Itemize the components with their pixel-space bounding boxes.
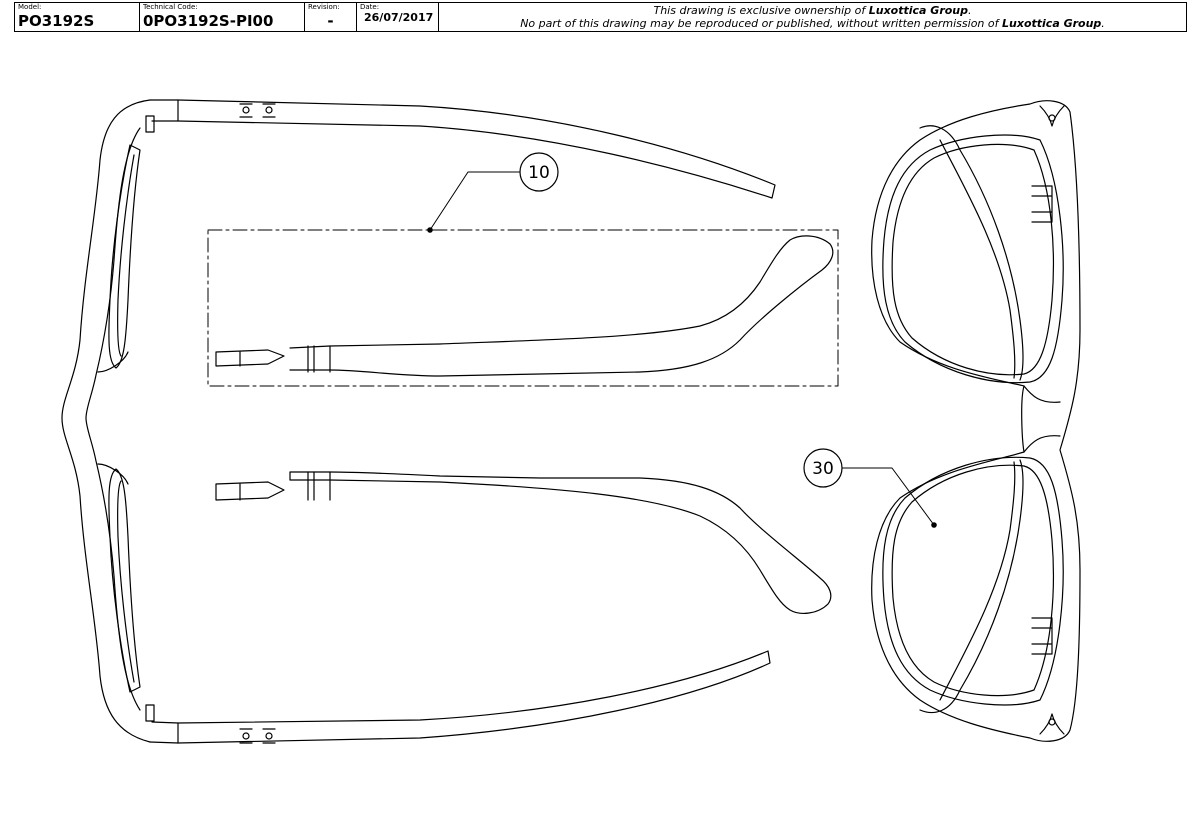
callout-10-dot [427,227,433,233]
revision-value: - [327,12,334,30]
callout-30: 30 [803,448,937,528]
date-label: Date: [360,3,380,11]
upper-hinge-detail [1031,185,1053,223]
date-cell: Date: 26/07/2017 [357,3,439,31]
front-bridge [1023,385,1061,453]
lower-lens-inner [891,464,1055,697]
upper-temple-rivet-marks [239,103,276,118]
notice-line-1: This drawing is exclusive ownership of L… [439,4,1186,17]
lower-hinge-detail [1031,617,1053,655]
model-label: Model: [18,3,42,11]
lower-inner-arm [919,459,1024,714]
lower-temple-rivet-2 [265,732,273,740]
callout-30-dot [931,522,937,528]
upper-lens-outline [882,134,1064,384]
callout-10-circle [519,152,559,192]
lower-side-tip [215,481,285,501]
callout-10-leader [429,171,521,231]
upper-temple-rivet-2 [265,106,273,114]
callout-30-circle [803,448,843,488]
lower-inner-arm-edge [939,461,1016,701]
lower-lens-slot [108,468,141,693]
upper-hinge-block [145,115,155,133]
lower-notch-pin [1048,718,1056,726]
date-value: 26/07/2017 [364,11,434,24]
upper-temple [149,99,776,199]
lower-temple [149,650,771,744]
temple-side-view-top [215,349,285,367]
frame-nose-bridge [97,351,129,485]
temple-side-view-lower [215,471,832,614]
frame-inner-outline [85,127,141,711]
notice-line-2: No part of this drawing may be reproduce… [439,17,1186,30]
notice-line-2-text: No part of this drawing may be reproduce… [520,17,1003,30]
lower-side-body [289,471,832,614]
notice-line-1-end: . [968,4,972,17]
upper-lens-inner [891,143,1055,376]
upper-inner-arm [919,125,1024,381]
revision-cell: Revision: - [305,3,357,31]
front-frame-outline [871,100,1081,742]
model-value: PO3192S [18,12,95,30]
upper-temple-rivet-1 [242,106,250,114]
temple-detail [207,229,839,387]
upper-notch [1039,105,1065,127]
technical-code-cell: Technical Code: 0PO3192S-PI00 [140,3,305,31]
notice-line-2-end: . [1101,17,1105,30]
frame-top-view [61,99,155,743]
technical-code-label: Technical Code: [143,3,198,11]
technical-code-value: 0PO3192S-PI00 [143,12,274,30]
notice-line-1-brand: Luxottica Group [868,4,969,17]
lower-notch [1039,713,1065,735]
upper-notch-pin [1048,114,1056,122]
temple-detail-frame [207,229,839,387]
callout-10: 10 [427,152,559,233]
lower-lens-outline [882,456,1064,706]
frame-front-view [871,100,1081,742]
upper-temple-outline [149,99,776,199]
lower-temple-rivet-1 [242,732,250,740]
model-cell: Model: PO3192S [15,3,140,31]
frame-outer-outline [61,99,151,743]
lower-temple-outline [149,650,771,744]
title-block: Model: PO3192S Technical Code: 0PO3192S-… [14,2,1187,32]
lower-lens-slot-inner [117,480,135,683]
upper-inner-arm-edge [939,139,1016,379]
revision-label: Revision: [308,3,340,11]
upper-lens-slot-inner [117,154,135,357]
notice-line-2-brand: Luxottica Group [1002,17,1102,30]
callout-10-label: 10 [528,163,550,183]
callout-30-leader [841,467,935,526]
temple-side-view-body [289,235,834,377]
lower-hinge-block [145,704,155,722]
upper-lens-slot [108,144,141,369]
ownership-notice: This drawing is exclusive ownership of L… [439,3,1186,31]
callout-30-label: 30 [812,459,834,479]
lower-temple-rivet-marks [239,728,276,744]
notice-line-1-text: This drawing is exclusive ownership of [653,4,869,17]
